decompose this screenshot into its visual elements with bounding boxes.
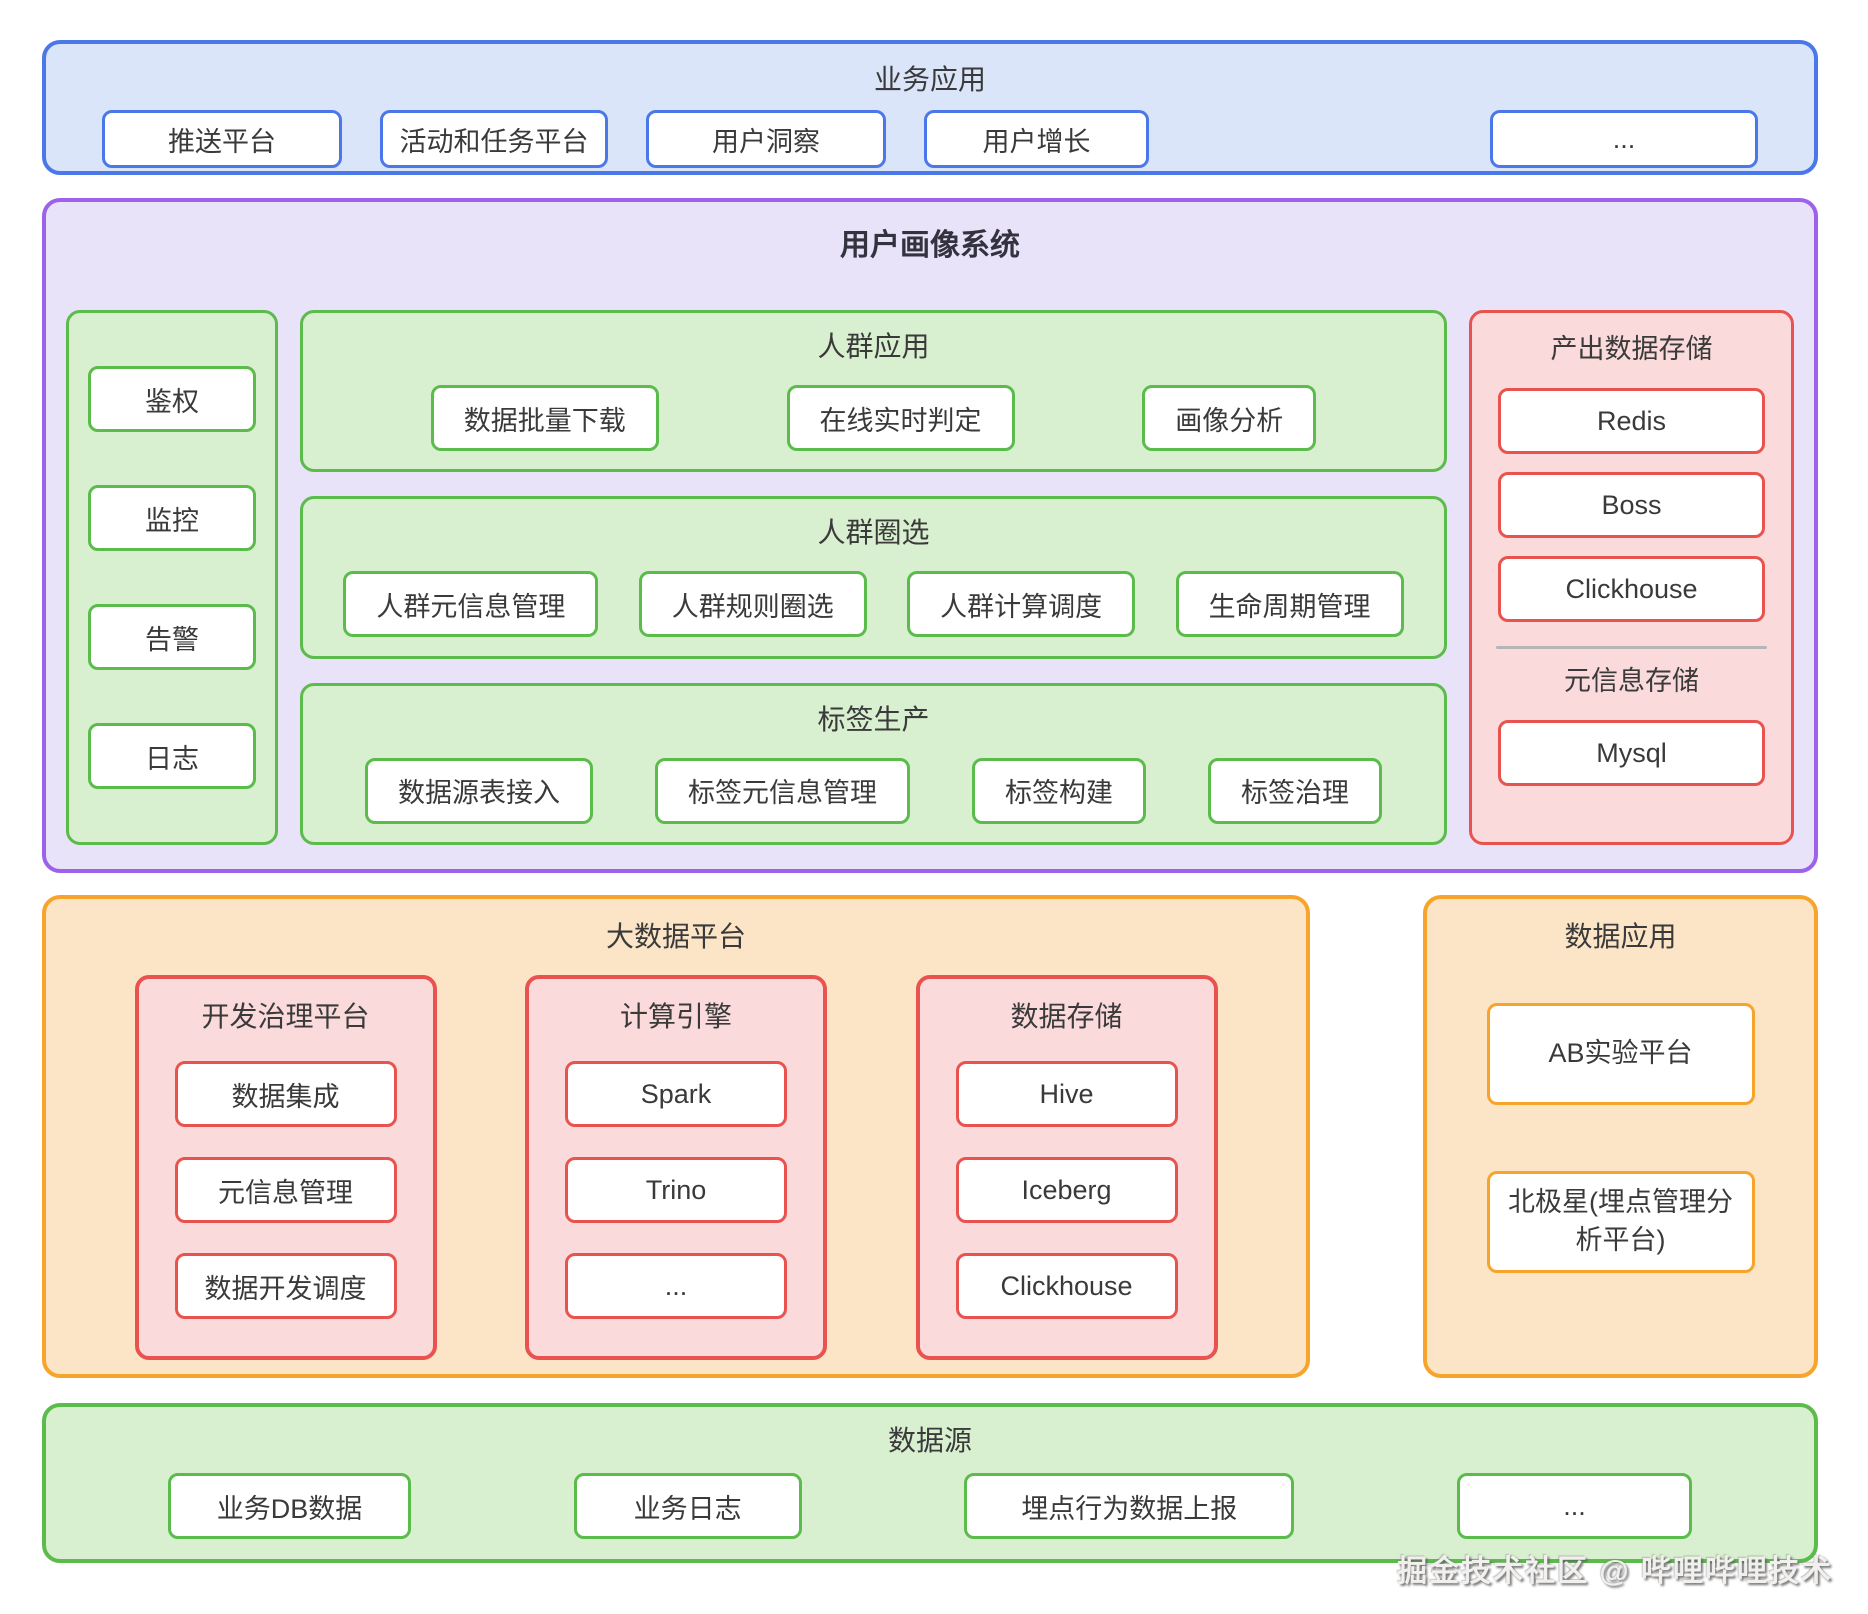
node-redis: Redis	[1498, 388, 1765, 454]
node-clickhouse-storage: Clickhouse	[955, 1253, 1178, 1319]
node-user-insight: 用户洞察	[646, 110, 886, 168]
spacer	[1187, 110, 1452, 168]
node-compute-more: ...	[565, 1253, 787, 1319]
node-meta-management: 元信息管理	[174, 1157, 397, 1223]
crowd-selection-title: 人群圈选	[817, 517, 930, 549]
node-crowd-rule-selection: 人群规则圈选	[638, 571, 867, 638]
output-storage-title: 产出数据存储	[1550, 334, 1713, 364]
crowd-application-title: 人群应用	[817, 331, 930, 362]
node-mysql: Mysql	[1498, 720, 1765, 786]
profile-system-title: 用户画像系统	[840, 229, 1020, 262]
watermark-text: 掘金技术社区 @ 哔哩哔哩技术	[1397, 1555, 1833, 1588]
node-business-logs: 业务日志	[573, 1473, 802, 1539]
bigdata-platform-title: 大数据平台	[605, 921, 746, 952]
node-clickhouse-output: Clickhouse	[1498, 556, 1765, 622]
tag-production-title: 标签生产	[817, 703, 930, 735]
data-storage-panel: 数据存储 Hive Iceberg Clickhouse	[915, 975, 1218, 1360]
data-sources-title: 数据源	[887, 1425, 972, 1456]
compute-engine-panel: 计算引擎 Spark Trino ...	[525, 975, 827, 1360]
storage-divider	[1496, 646, 1767, 649]
tag-production-panel: 标签生产 数据源表接入 标签元信息管理 标签构建 标签治理	[300, 682, 1447, 845]
node-monitoring: 监控	[88, 485, 256, 551]
node-business-db-data: 业务DB数据	[168, 1473, 411, 1539]
platform-row: 大数据平台 开发治理平台 数据集成 元信息管理 数据开发调度 计算引擎 Spar…	[42, 895, 1818, 1378]
node-hive: Hive	[955, 1061, 1178, 1127]
platform-services-panel: 鉴权 监控 告警 日志	[66, 310, 278, 845]
node-lifecycle-management: 生命周期管理	[1175, 571, 1404, 638]
meta-storage-title: 元信息存储	[1564, 666, 1699, 696]
profile-system-section: 用户画像系统 鉴权 监控 告警 日志 人群应用 数据批量下载 在线实时判定 画像…	[42, 198, 1818, 873]
node-logging: 日志	[88, 723, 256, 789]
node-business-apps-more: ...	[1490, 110, 1758, 168]
compute-engine-title: 计算引擎	[619, 1001, 732, 1032]
business-apps-items: 推送平台 活动和任务平台 用户洞察 用户增长 ...	[46, 110, 1814, 168]
node-datasource-table-access: 数据源表接入	[365, 757, 593, 824]
storage-panel: 产出数据存储 Redis Boss Clickhouse 元信息存储 Mysql	[1469, 310, 1794, 845]
node-trino: Trino	[565, 1157, 787, 1223]
architecture-diagram: 业务应用 推送平台 活动和任务平台 用户洞察 用户增长 ... 用户画像系统 鉴…	[42, 40, 1818, 1563]
business-apps-title: 业务应用	[873, 64, 986, 95]
crowd-selection-panel: 人群圈选 人群元信息管理 人群规则圈选 人群计算调度 生命周期管理	[300, 496, 1447, 659]
node-data-dev-scheduling: 数据开发调度	[174, 1253, 397, 1319]
node-tag-governance: 标签治理	[1208, 757, 1382, 824]
node-activity-task-platform: 活动和任务平台	[380, 110, 608, 168]
data-sources-section: 数据源 业务DB数据 业务日志 埋点行为数据上报 ...	[42, 1403, 1818, 1563]
business-apps-section: 业务应用 推送平台 活动和任务平台 用户洞察 用户增长 ...	[42, 40, 1818, 175]
node-batch-data-download: 数据批量下载	[430, 385, 659, 451]
node-polaris-tracking-platform: 北极星(埋点管理分析平台)	[1486, 1171, 1755, 1273]
node-profile-analysis: 画像分析	[1142, 385, 1317, 451]
data-storage-title: 数据存储	[1010, 1001, 1123, 1032]
profile-system-content: 鉴权 监控 告警 日志 人群应用 数据批量下载 在线实时判定 画像分析 人群圈选	[46, 310, 1814, 845]
data-apps-section: 数据应用 AB实验平台 北极星(埋点管理分析平台)	[1423, 895, 1818, 1378]
node-ab-test-platform: AB实验平台	[1486, 1003, 1755, 1105]
node-alerting: 告警	[88, 604, 256, 670]
node-push-platform: 推送平台	[102, 110, 342, 168]
node-data-sources-more: ...	[1456, 1473, 1692, 1539]
dev-governance-panel: 开发治理平台 数据集成 元信息管理 数据开发调度	[134, 975, 437, 1360]
dev-governance-title: 开发治理平台	[201, 1001, 370, 1032]
node-iceberg: Iceberg	[955, 1157, 1178, 1223]
node-online-realtime-judge: 在线实时判定	[786, 385, 1015, 451]
node-user-growth: 用户增长	[924, 110, 1149, 168]
node-boss: Boss	[1498, 472, 1765, 538]
data-apps-title: 数据应用	[1564, 921, 1677, 952]
node-tracking-data-report: 埋点行为数据上报	[964, 1473, 1295, 1539]
profile-system-panels: 人群应用 数据批量下载 在线实时判定 画像分析 人群圈选 人群元信息管理 人群规…	[300, 310, 1447, 845]
crowd-application-panel: 人群应用 数据批量下载 在线实时判定 画像分析	[300, 310, 1447, 473]
bigdata-platform-section: 大数据平台 开发治理平台 数据集成 元信息管理 数据开发调度 计算引擎 Spar…	[42, 895, 1310, 1378]
node-tag-meta-management: 标签元信息管理	[655, 757, 910, 824]
node-data-integration: 数据集成	[174, 1061, 397, 1127]
node-crowd-compute-scheduling: 人群计算调度	[907, 571, 1136, 638]
node-spark: Spark	[565, 1061, 787, 1127]
node-crowd-meta-management: 人群元信息管理	[343, 571, 599, 638]
node-tag-build: 标签构建	[972, 757, 1146, 824]
node-auth: 鉴权	[88, 366, 256, 432]
